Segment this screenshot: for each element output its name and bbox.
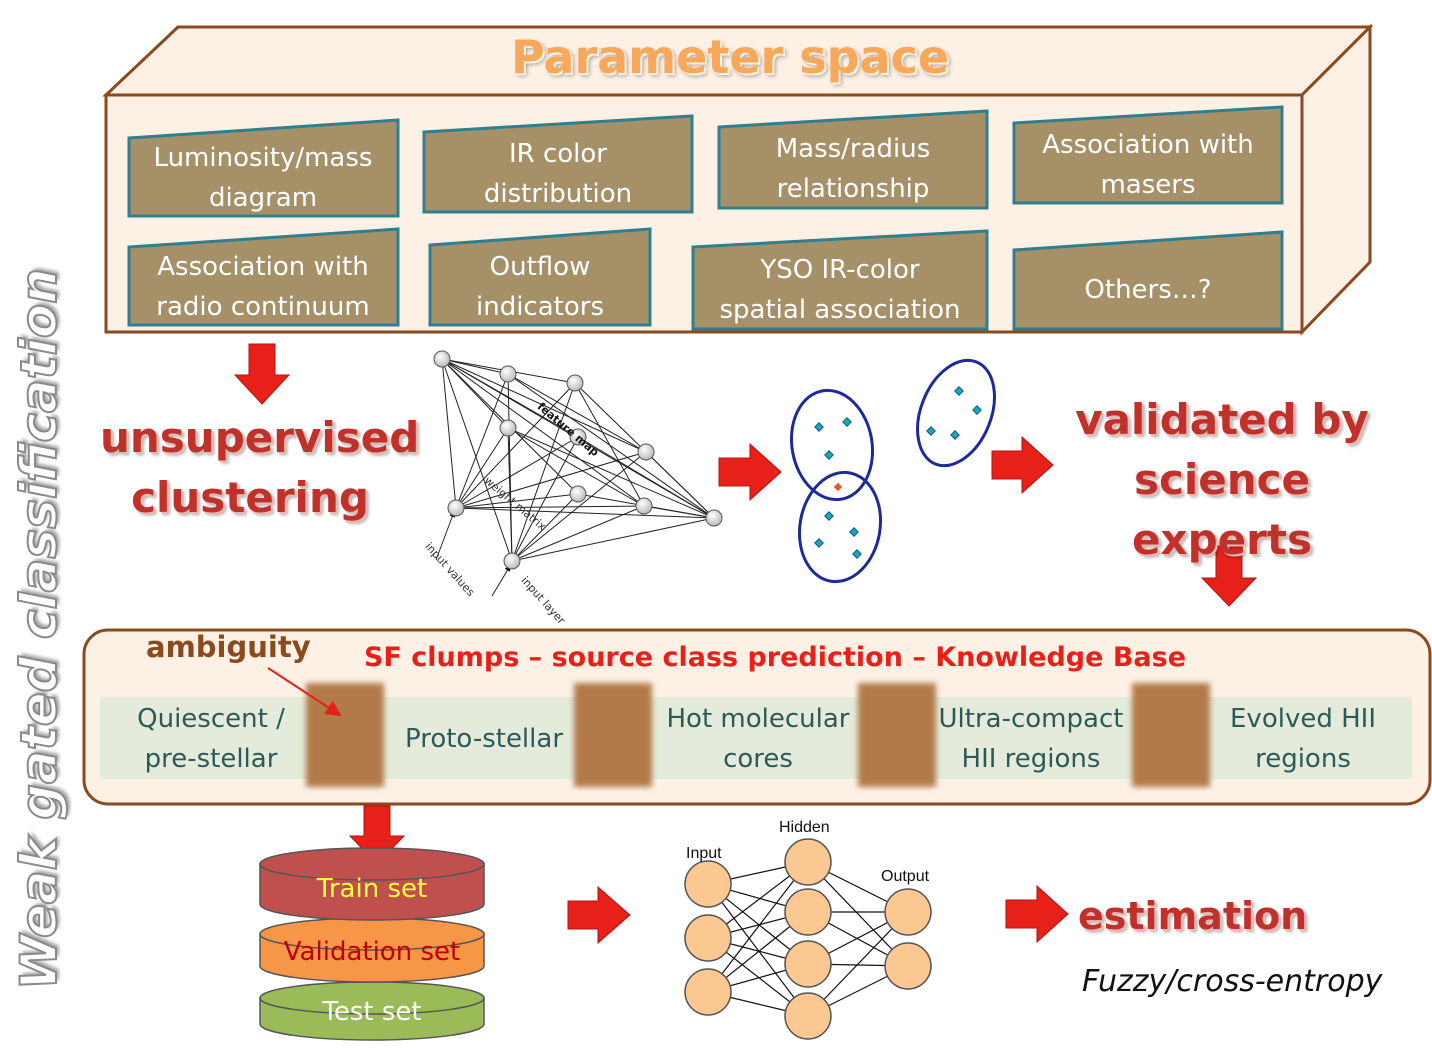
- param-tile-5: [127, 227, 400, 327]
- stage-proto-stellar: Proto-stellar: [404, 724, 564, 754]
- param-tile-8: [1012, 230, 1284, 331]
- nn-label-input: Input: [686, 845, 722, 862]
- stage-evolved-hii: Evolved HII regions: [1230, 704, 1376, 774]
- ambiguous-point: [833, 482, 843, 492]
- param-label-8: Others…?: [1084, 275, 1212, 305]
- param-label-2: IR color distribution: [483, 139, 633, 209]
- param-tiles: [127, 105, 1284, 331]
- test-set-label: Test set: [322, 997, 422, 1027]
- validated-label: validated by science experts: [1075, 395, 1369, 564]
- ambiguity-pointer: [267, 667, 342, 717]
- estimation-label: estimation: [1078, 894, 1308, 938]
- param-tile-1: [127, 118, 400, 218]
- cluster-ellipse-1: [789, 388, 875, 502]
- stage-ultra-compact: Ultra-compact HII regions: [938, 704, 1124, 774]
- cluster-ellipse-3: [916, 358, 996, 468]
- vertical-title: Weak gated classification: [9, 267, 69, 991]
- ambiguity-label: ambiguity: [146, 630, 311, 664]
- validation-set-label: Validation set: [283, 937, 461, 967]
- param-label-3: Mass/radius relationship: [775, 134, 931, 204]
- param-label-4: Association with masers: [1042, 130, 1254, 200]
- som-network: [433, 350, 723, 597]
- arrow-right-3: [567, 885, 631, 945]
- arrow-right-2: [991, 435, 1054, 495]
- param-label-7: YSO IR-color spatial association: [719, 255, 961, 325]
- train-set-label: Train set: [316, 874, 428, 904]
- unsupervised-clustering-label: unsupervised clustering: [100, 413, 420, 522]
- cluster-ellipse-2: [797, 470, 883, 584]
- param-tile-3: [717, 109, 989, 210]
- param-label-1: Luminosity/mass diagram: [153, 143, 373, 213]
- loss-label: Fuzzy/cross-entropy: [1082, 964, 1383, 999]
- param-tile-2: [422, 114, 694, 214]
- cluster-points: [814, 386, 982, 559]
- param-tile-6: [428, 227, 652, 327]
- param-label-6: Outflow indicators: [476, 252, 604, 322]
- som-nodes: [433, 350, 723, 570]
- clusters: [789, 358, 996, 584]
- param-label-5: Association with radio continuum: [156, 252, 370, 322]
- nn-label-hidden: Hidden: [779, 819, 830, 836]
- nn-nodes: [684, 838, 932, 1040]
- stage-quiescent: Quiescent / pre-stellar: [137, 704, 285, 774]
- parameter-space-title: Parameter space: [510, 30, 950, 84]
- arrow-down-1: [233, 343, 291, 405]
- stage-hot-molecular-cores: Hot molecular cores: [666, 704, 850, 774]
- dataset-stack: [259, 847, 485, 1041]
- param-tile-7: [691, 229, 989, 331]
- arrow-right-1: [718, 442, 782, 502]
- arrow-down-2: [1200, 545, 1258, 607]
- arrow-right-4: [1005, 884, 1069, 944]
- param-tile-4: [1012, 105, 1284, 205]
- som-edges: [435, 358, 715, 597]
- knowledge-base-title: SF clumps – source class prediction – Kn…: [363, 642, 1187, 673]
- nn-label-output: Output: [881, 868, 930, 885]
